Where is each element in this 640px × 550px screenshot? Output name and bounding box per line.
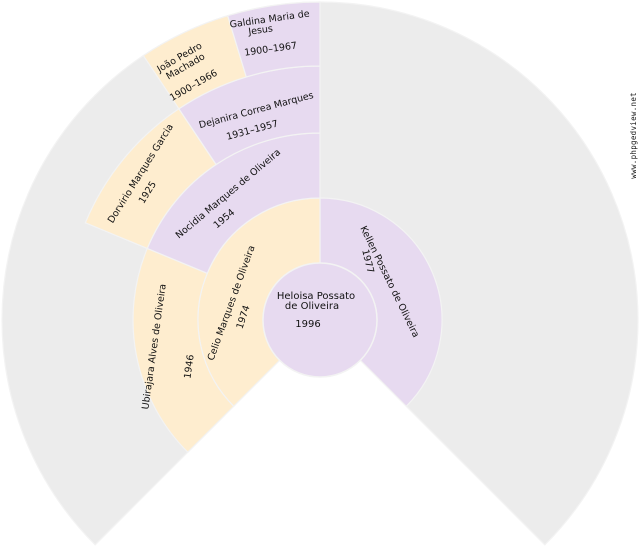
ubirajara-years: 1946 (182, 354, 196, 379)
watermark-link[interactable]: www.phpgedview.net (629, 92, 638, 179)
galdina-name-line2: Jesus (247, 23, 274, 37)
root-name-line2: de Oliveira (285, 301, 339, 312)
segment-galdina[interactable] (226, 1, 321, 78)
root-name-line1: Heloisa Possato (277, 291, 355, 302)
ubirajara-years-group: 1946 (182, 354, 196, 379)
segment-root[interactable] (262, 262, 378, 378)
root-years: 1996 (295, 319, 320, 330)
galdina-name2-group: Jesus (247, 23, 274, 37)
root-person[interactable]: Heloisa Possato de Oliveira 1996 (277, 291, 355, 330)
